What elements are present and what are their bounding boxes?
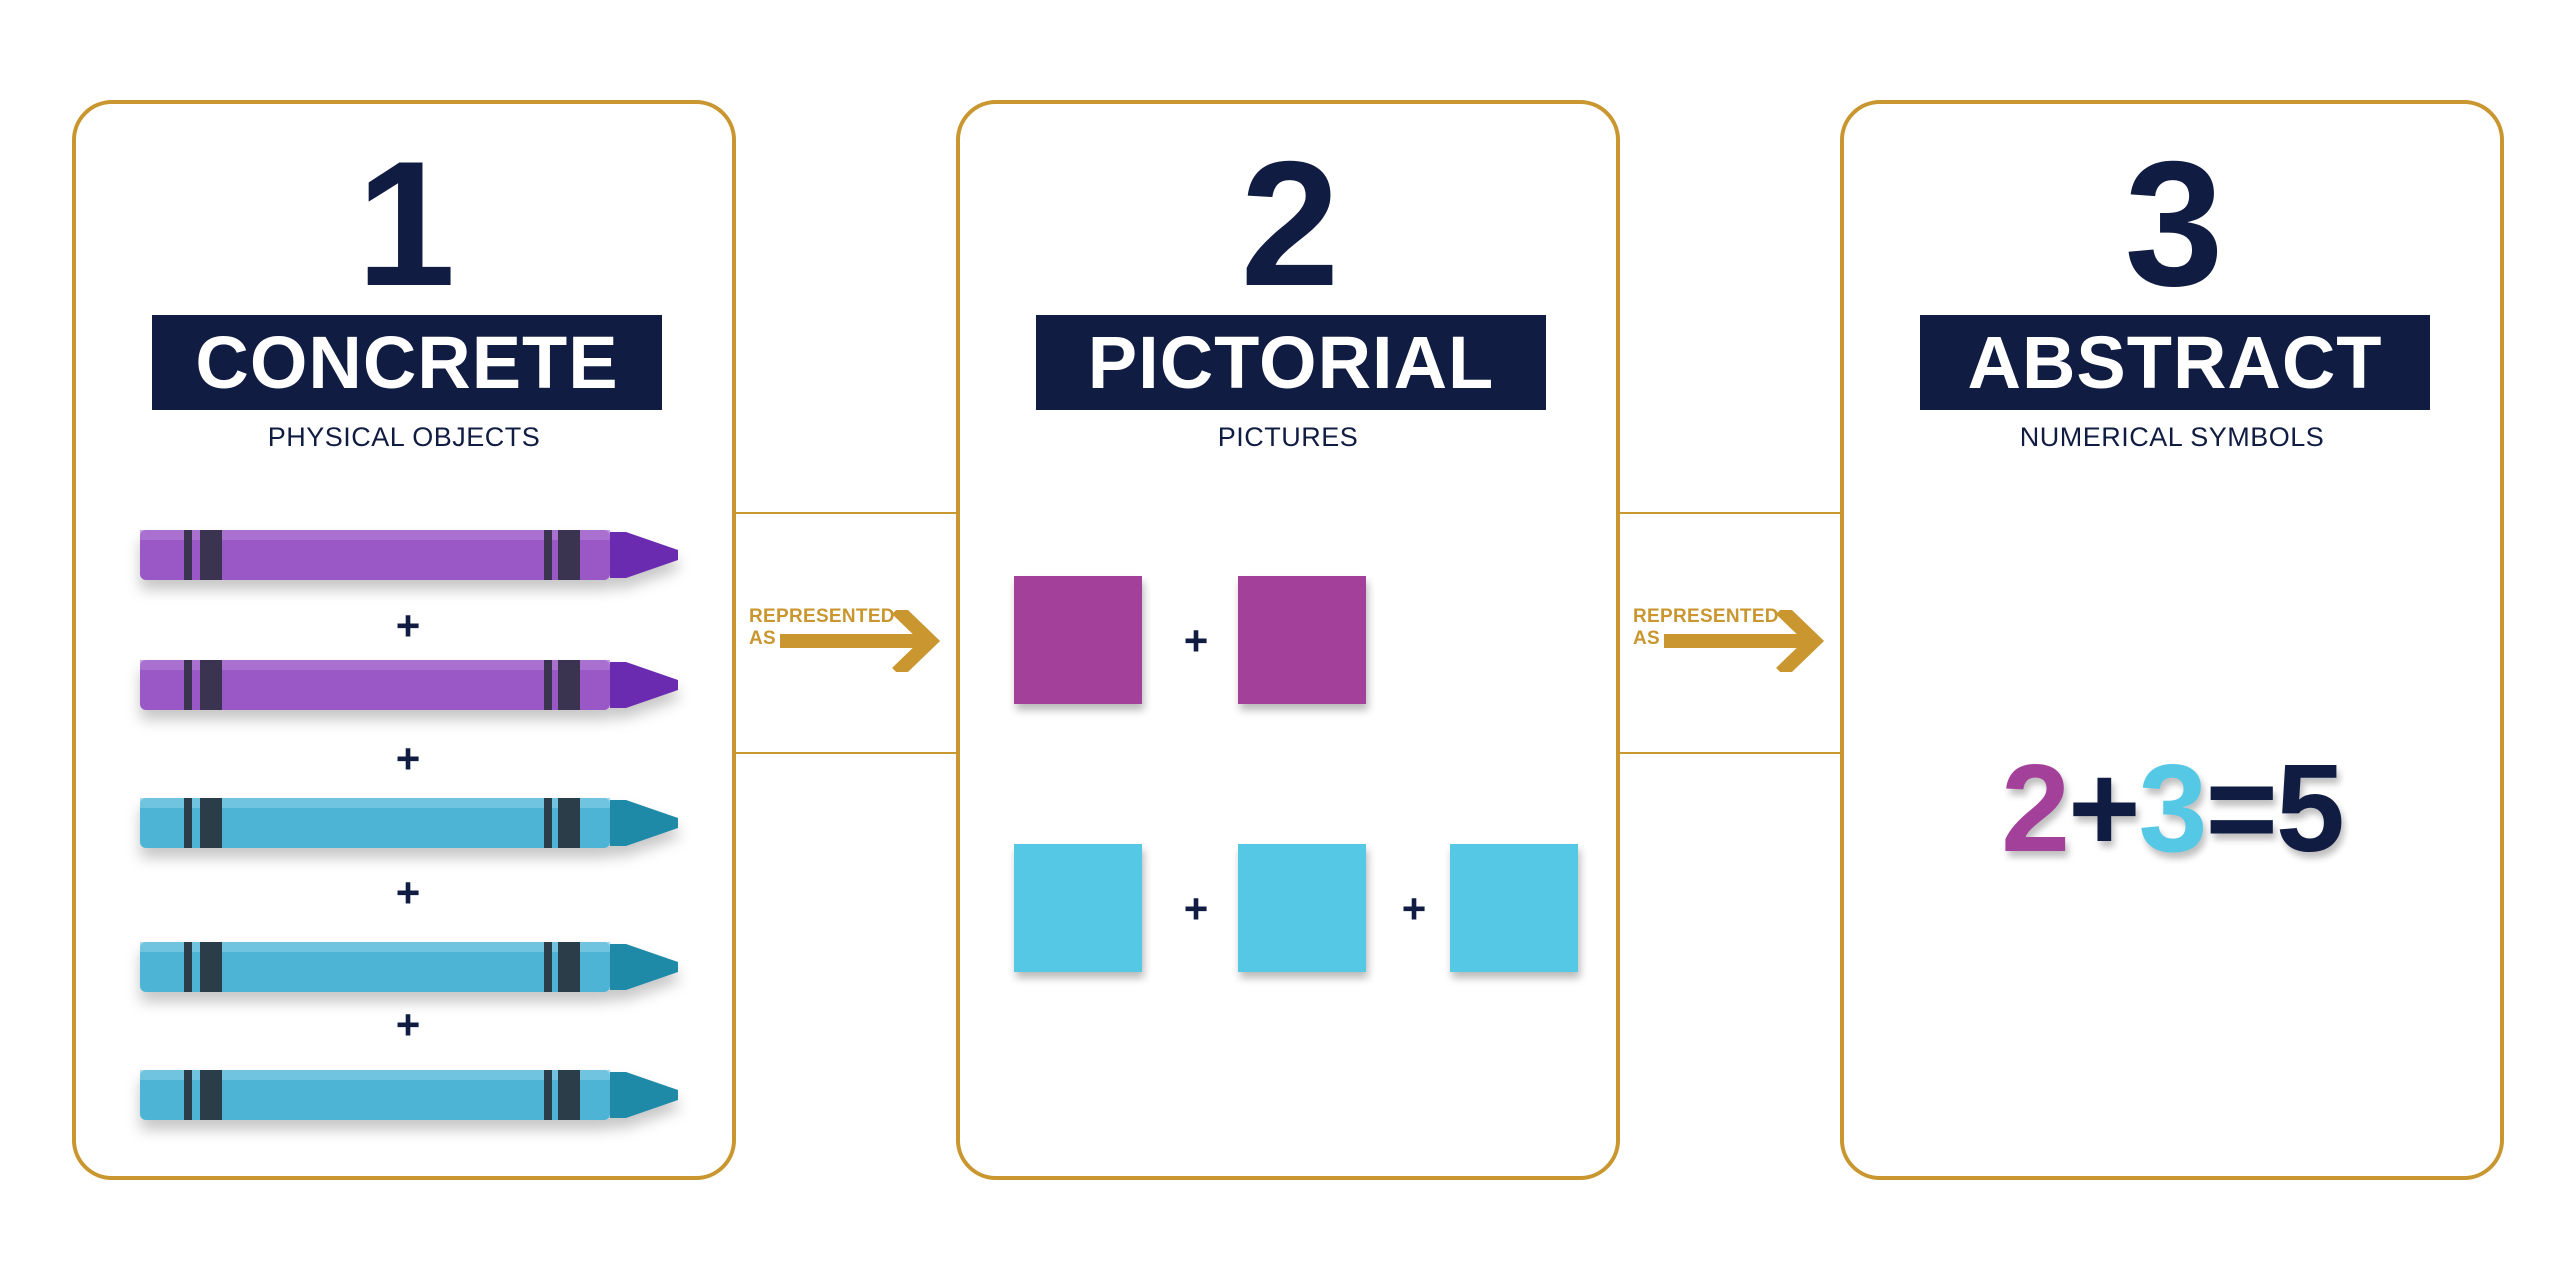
represented-as-label-1: REPRESENTED AS: [749, 606, 895, 650]
abstract-panel: 3 ABSTRACT NUMERICAL SYMBOLS 2+3=5: [1840, 100, 2504, 1180]
equation-result: 5: [2275, 740, 2345, 878]
concrete-panel: 1 CONCRETE PHYSICAL OBJECTS + + +: [72, 100, 736, 1180]
plus-sign: +: [1183, 885, 1209, 932]
plus-sign: +: [395, 735, 421, 782]
connector-line-bottom-1: [736, 752, 956, 754]
blue-crayon: [140, 942, 678, 992]
connector-line-top-1: [736, 512, 956, 514]
stage-subtitle: PICTURES: [1217, 422, 1359, 452]
equation-equals: =: [2205, 740, 2277, 878]
blue-square: [1450, 844, 1578, 972]
represented-label: REPRESENTED: [749, 606, 895, 627]
stage-subtitle: NUMERICAL SYMBOLS: [2019, 422, 2325, 452]
as-label: AS: [749, 628, 776, 649]
stage-title: PICTORIAL: [1036, 315, 1546, 410]
represented-label: REPRESENTED: [1633, 606, 1779, 627]
plus-sign: +: [1183, 617, 1209, 664]
step-number: 2: [1240, 124, 1340, 323]
equation: 2+3=5: [1844, 744, 2500, 874]
purple-crayon: [140, 530, 678, 580]
plus-sign: +: [1401, 885, 1427, 932]
plus-sign: +: [395, 869, 421, 916]
equation-plus: +: [2068, 740, 2140, 878]
connector-line-top-2: [1620, 512, 1840, 514]
equation-addend-a: 2: [2001, 740, 2070, 878]
blue-crayon: [140, 798, 678, 848]
connector-line-bottom-2: [1620, 752, 1840, 754]
as-label: AS: [1633, 628, 1660, 649]
purple-crayon: [140, 660, 678, 710]
step-number: 3: [2124, 124, 2224, 323]
purple-square: [1014, 576, 1142, 704]
plus-sign: +: [395, 1001, 421, 1048]
represented-as-label-2: REPRESENTED AS: [1633, 606, 1779, 650]
plus-sign: +: [395, 602, 421, 649]
blue-square: [1014, 844, 1142, 972]
equation-addend-b: 3: [2138, 740, 2208, 878]
step-number: 1: [356, 124, 456, 323]
arrow-right-icon: [780, 610, 941, 672]
blue-square: [1238, 844, 1366, 972]
pictorial-panel: 2 PICTORIAL PICTURES + + +: [956, 100, 1620, 1180]
blue-crayon: [140, 1070, 678, 1120]
stage-title: ABSTRACT: [1920, 315, 2430, 410]
stage-title: CONCRETE: [152, 315, 662, 410]
stage-subtitle: PHYSICAL OBJECTS: [267, 422, 541, 452]
purple-square: [1238, 576, 1366, 704]
arrow-right-icon: [1664, 610, 1825, 672]
